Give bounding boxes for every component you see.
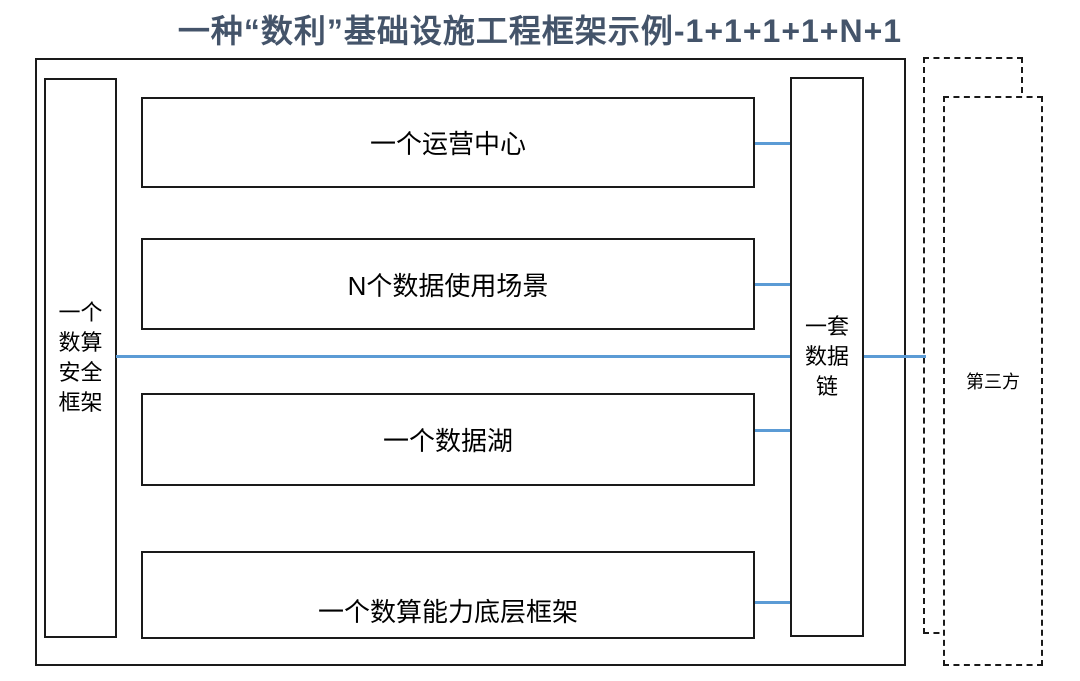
layer-box-data-scenarios: N个数据使用场景 bbox=[141, 238, 755, 330]
layer-label-data-lake: 一个数据湖 bbox=[382, 426, 513, 456]
connector-line-compute bbox=[755, 601, 790, 604]
layer-label-operations-center: 一个运营中心 bbox=[369, 129, 526, 159]
data-chain-box: 一套 数据 链 bbox=[790, 77, 864, 637]
layer-label-data-scenarios: N个数据使用场景 bbox=[347, 270, 549, 301]
third-party-label: 第三方 bbox=[966, 372, 1020, 392]
connector-line-operations bbox=[755, 142, 790, 145]
third-party-inner-dashed-box: 第三方 bbox=[943, 96, 1043, 666]
page-title: 一种“数利”基础设施工程框架示例-1+1+1+1+N+1 bbox=[177, 13, 903, 49]
data-chain-label: 一套 数据 链 bbox=[804, 314, 849, 399]
layer-box-compute-framework: 一个数算能力底层框架 bbox=[141, 551, 755, 639]
security-frame-box: 一个 数算 安全 框架 bbox=[44, 78, 117, 638]
layer-box-operations-center: 一个运营中心 bbox=[141, 97, 755, 188]
outer-frame-box bbox=[35, 58, 906, 666]
layer-label-compute-framework: 一个数算能力底层框架 bbox=[317, 597, 578, 627]
connector-line-scenarios bbox=[755, 283, 790, 286]
security-frame-label: 一个 数算 安全 框架 bbox=[58, 300, 103, 415]
layer-box-data-lake: 一个数据湖 bbox=[141, 393, 755, 486]
main-horizontal-connector-line bbox=[116, 355, 926, 358]
connector-line-data-lake bbox=[755, 429, 790, 432]
